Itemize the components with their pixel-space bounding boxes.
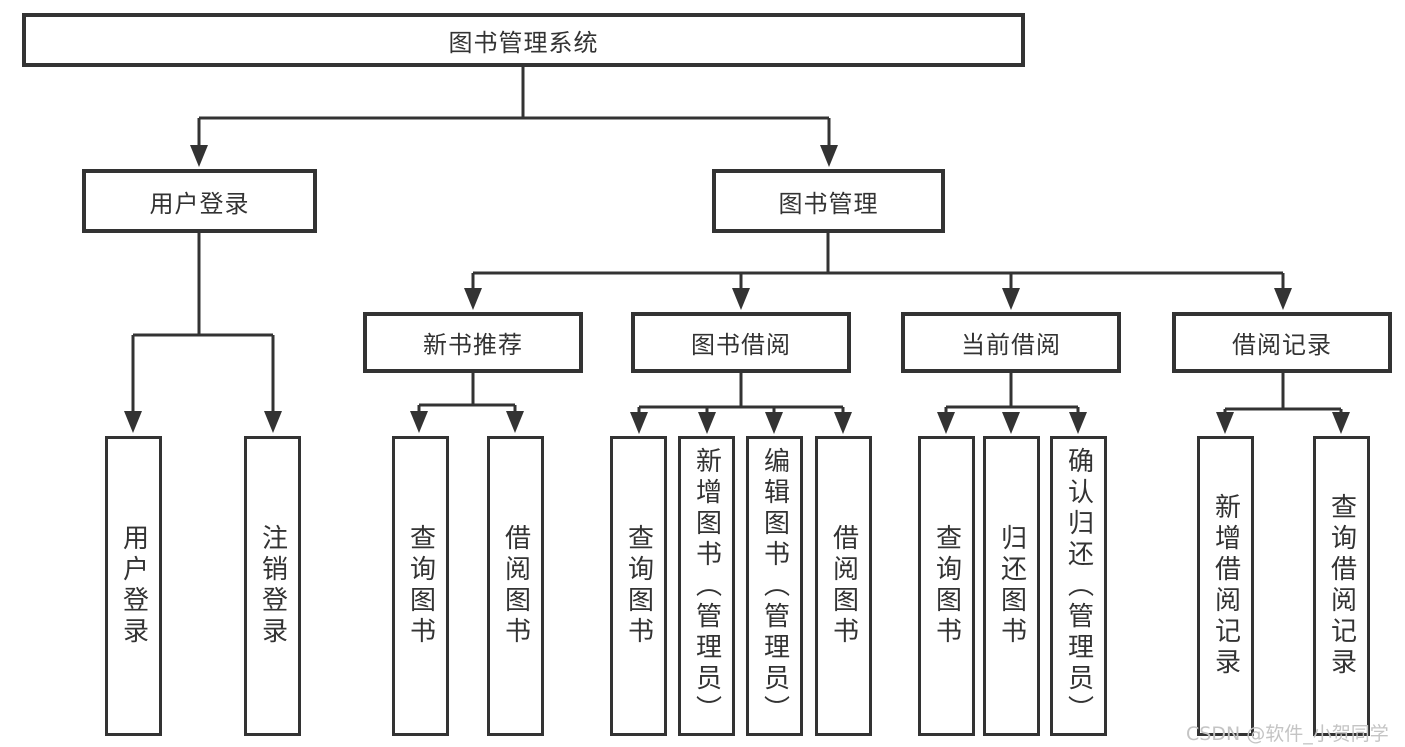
node-current-borrowing: 当前借阅 <box>901 312 1121 373</box>
node-book-borrowing: 图书借阅 <box>631 312 851 373</box>
leaf-label: 借阅图书 <box>828 524 859 648</box>
csdn-watermark: CSDN @软件_小贺同学 <box>1186 723 1389 745</box>
node-leaf-add-borrow-record: 新增借阅记录 <box>1197 436 1254 736</box>
node-leaf-query-books-current: 查询图书 <box>918 436 975 736</box>
leaf-label: 归还图书 <box>996 524 1027 648</box>
leaf-label: 注销登录 <box>257 524 288 648</box>
leaf-label: 借阅图书 <box>500 524 531 648</box>
node-leaf-edit-book-admin: 编辑图书（管理员） <box>746 436 803 736</box>
leaf-label: 查询图书 <box>623 524 654 648</box>
node-leaf-query-borrow-record: 查询借阅记录 <box>1313 436 1370 736</box>
leaf-label: 编辑图书（管理员） <box>759 446 790 726</box>
node-leaf-confirm-return-admin: 确认归还（管理员） <box>1050 436 1107 736</box>
leaf-label: 新增借阅记录 <box>1210 493 1241 679</box>
node-book-management: 图书管理 <box>712 169 945 233</box>
leaf-label: 查询图书 <box>931 524 962 648</box>
leaf-label: 查询借阅记录 <box>1326 493 1357 679</box>
node-borrow-records: 借阅记录 <box>1172 312 1392 373</box>
leaf-label: 新增图书（管理员） <box>691 446 722 726</box>
node-leaf-query-books-borrow: 查询图书 <box>610 436 667 736</box>
node-leaf-logout: 注销登录 <box>244 436 301 736</box>
node-leaf-borrow-books: 借阅图书 <box>815 436 872 736</box>
node-leaf-borrow-books-recommend: 借阅图书 <box>487 436 544 736</box>
leaf-label: 确认归还（管理员） <box>1063 446 1094 726</box>
node-leaf-user-login: 用户登录 <box>105 436 162 736</box>
node-leaf-add-book-admin: 新增图书（管理员） <box>678 436 735 736</box>
leaf-label: 用户登录 <box>118 524 149 648</box>
node-root-system: 图书管理系统 <box>22 13 1025 67</box>
node-user-login: 用户登录 <box>82 169 317 233</box>
node-leaf-query-books-recommend: 查询图书 <box>392 436 449 736</box>
node-leaf-return-book: 归还图书 <box>983 436 1040 736</box>
leaf-label: 查询图书 <box>405 524 436 648</box>
node-new-book-recommend: 新书推荐 <box>363 312 583 373</box>
